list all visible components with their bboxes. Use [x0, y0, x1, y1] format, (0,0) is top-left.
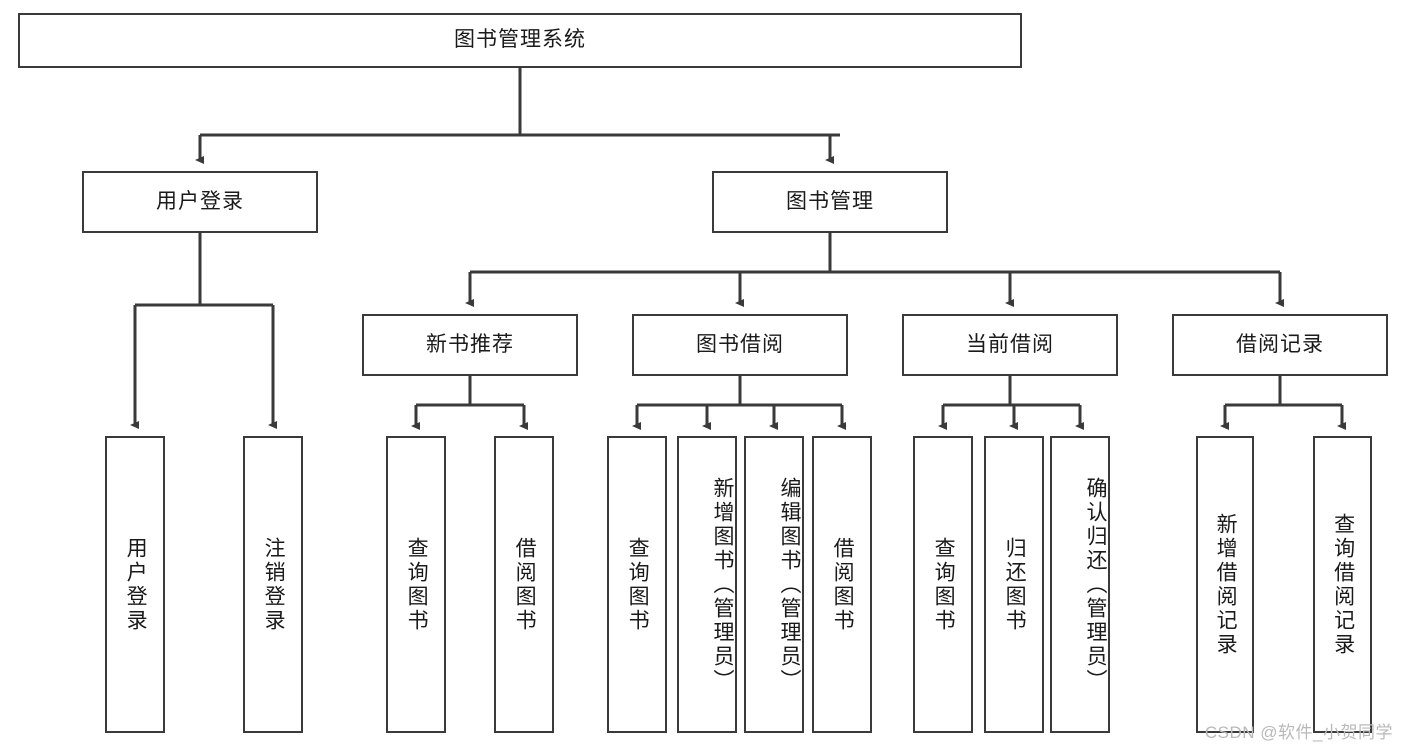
- leaf-borrow-borrow-book[interactable]: 借阅图书: [812, 436, 872, 733]
- leaf-records-query-record-label: 查询借阅记录: [1331, 512, 1355, 657]
- node-current-borrow[interactable]: 当前借阅: [902, 314, 1118, 376]
- node-root[interactable]: 图书管理系统: [18, 13, 1022, 68]
- leaf-current-return-book-label: 归还图书: [1003, 536, 1027, 633]
- node-current-borrow-label: 当前借阅: [966, 332, 1054, 356]
- leaf-borrow-borrow-book-label: 借阅图书: [831, 536, 855, 633]
- leaf-borrow-add-book-label: 新增图书（管理员）: [711, 476, 734, 693]
- leaf-current-return-book[interactable]: 归还图书: [984, 436, 1044, 733]
- leaf-borrow-edit-book[interactable]: 编辑图书（管理员）: [744, 436, 804, 733]
- leaf-user-login-logout-label: 注销登录: [262, 536, 286, 633]
- leaf-new-book-borrow-book[interactable]: 借阅图书: [494, 436, 554, 733]
- leaf-current-query-book[interactable]: 查询图书: [913, 436, 973, 733]
- leaf-borrow-edit-book-label: 编辑图书（管理员）: [778, 476, 801, 693]
- leaf-current-confirm-return[interactable]: 确认归还（管理员）: [1050, 436, 1110, 733]
- leaf-borrow-add-book[interactable]: 新增图书（管理员）: [677, 436, 737, 733]
- node-book-borrow-label: 图书借阅: [696, 332, 784, 356]
- leaf-borrow-query-book[interactable]: 查询图书: [607, 436, 667, 733]
- node-user-login[interactable]: 用户登录: [82, 171, 318, 233]
- leaf-records-query-record[interactable]: 查询借阅记录: [1313, 436, 1372, 733]
- node-new-book-recommendation-label: 新书推荐: [426, 332, 514, 356]
- node-borrow-records-label: 借阅记录: [1236, 332, 1324, 356]
- watermark: CSDN @软件_小贺同学: [1204, 723, 1393, 742]
- leaf-user-login-logout[interactable]: 注销登录: [243, 436, 303, 733]
- node-book-management[interactable]: 图书管理: [712, 171, 948, 233]
- node-book-management-label: 图书管理: [786, 189, 874, 213]
- node-root-label: 图书管理系统: [454, 28, 586, 52]
- leaf-user-login-login-label: 用户登录: [124, 536, 148, 633]
- leaf-new-book-query-book-label: 查询图书: [405, 536, 429, 633]
- leaf-records-add-record[interactable]: 新增借阅记录: [1196, 436, 1254, 733]
- leaf-current-confirm-return-label: 确认归还（管理员）: [1084, 476, 1107, 693]
- leaf-current-query-book-label: 查询图书: [932, 536, 956, 633]
- node-book-borrow[interactable]: 图书借阅: [632, 314, 848, 376]
- leaf-records-add-record-label: 新增借阅记录: [1214, 512, 1238, 657]
- leaf-borrow-query-book-label: 查询图书: [626, 536, 650, 633]
- leaf-new-book-query-book[interactable]: 查询图书: [386, 436, 446, 733]
- leaf-new-book-borrow-book-label: 借阅图书: [513, 536, 537, 633]
- node-user-login-label: 用户登录: [156, 189, 244, 213]
- node-new-book-recommendation[interactable]: 新书推荐: [362, 314, 578, 376]
- leaf-user-login-login[interactable]: 用户登录: [105, 436, 165, 733]
- node-borrow-records[interactable]: 借阅记录: [1172, 314, 1388, 376]
